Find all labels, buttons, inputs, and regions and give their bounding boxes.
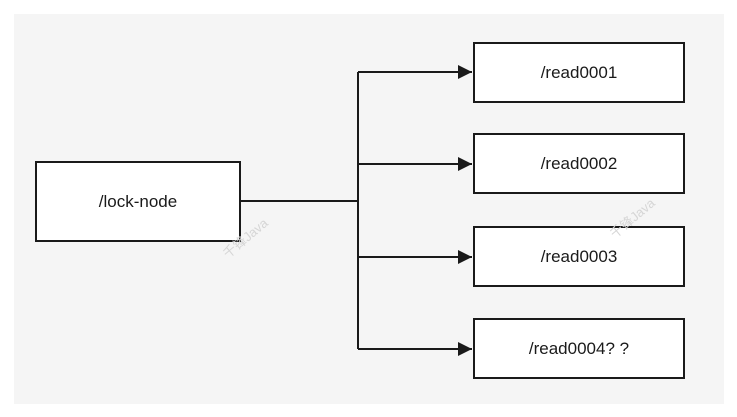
read0001-node-label: /read0001: [540, 62, 618, 82]
read0001-node-box: /read0001: [473, 42, 685, 103]
read0003-node-label: /read0003: [540, 246, 618, 266]
read0003-node-box: /read0003: [473, 226, 685, 287]
read0004-node-box: /read0004? ?: [473, 318, 685, 379]
read0002-node-box: /read0002: [473, 133, 685, 194]
lock-node-label: /lock-node: [98, 191, 178, 211]
read0004-node-label: /read0004? ?: [528, 338, 630, 358]
read0002-node-label: /read0002: [540, 153, 618, 173]
lock-node-box: /lock-node: [35, 161, 241, 242]
